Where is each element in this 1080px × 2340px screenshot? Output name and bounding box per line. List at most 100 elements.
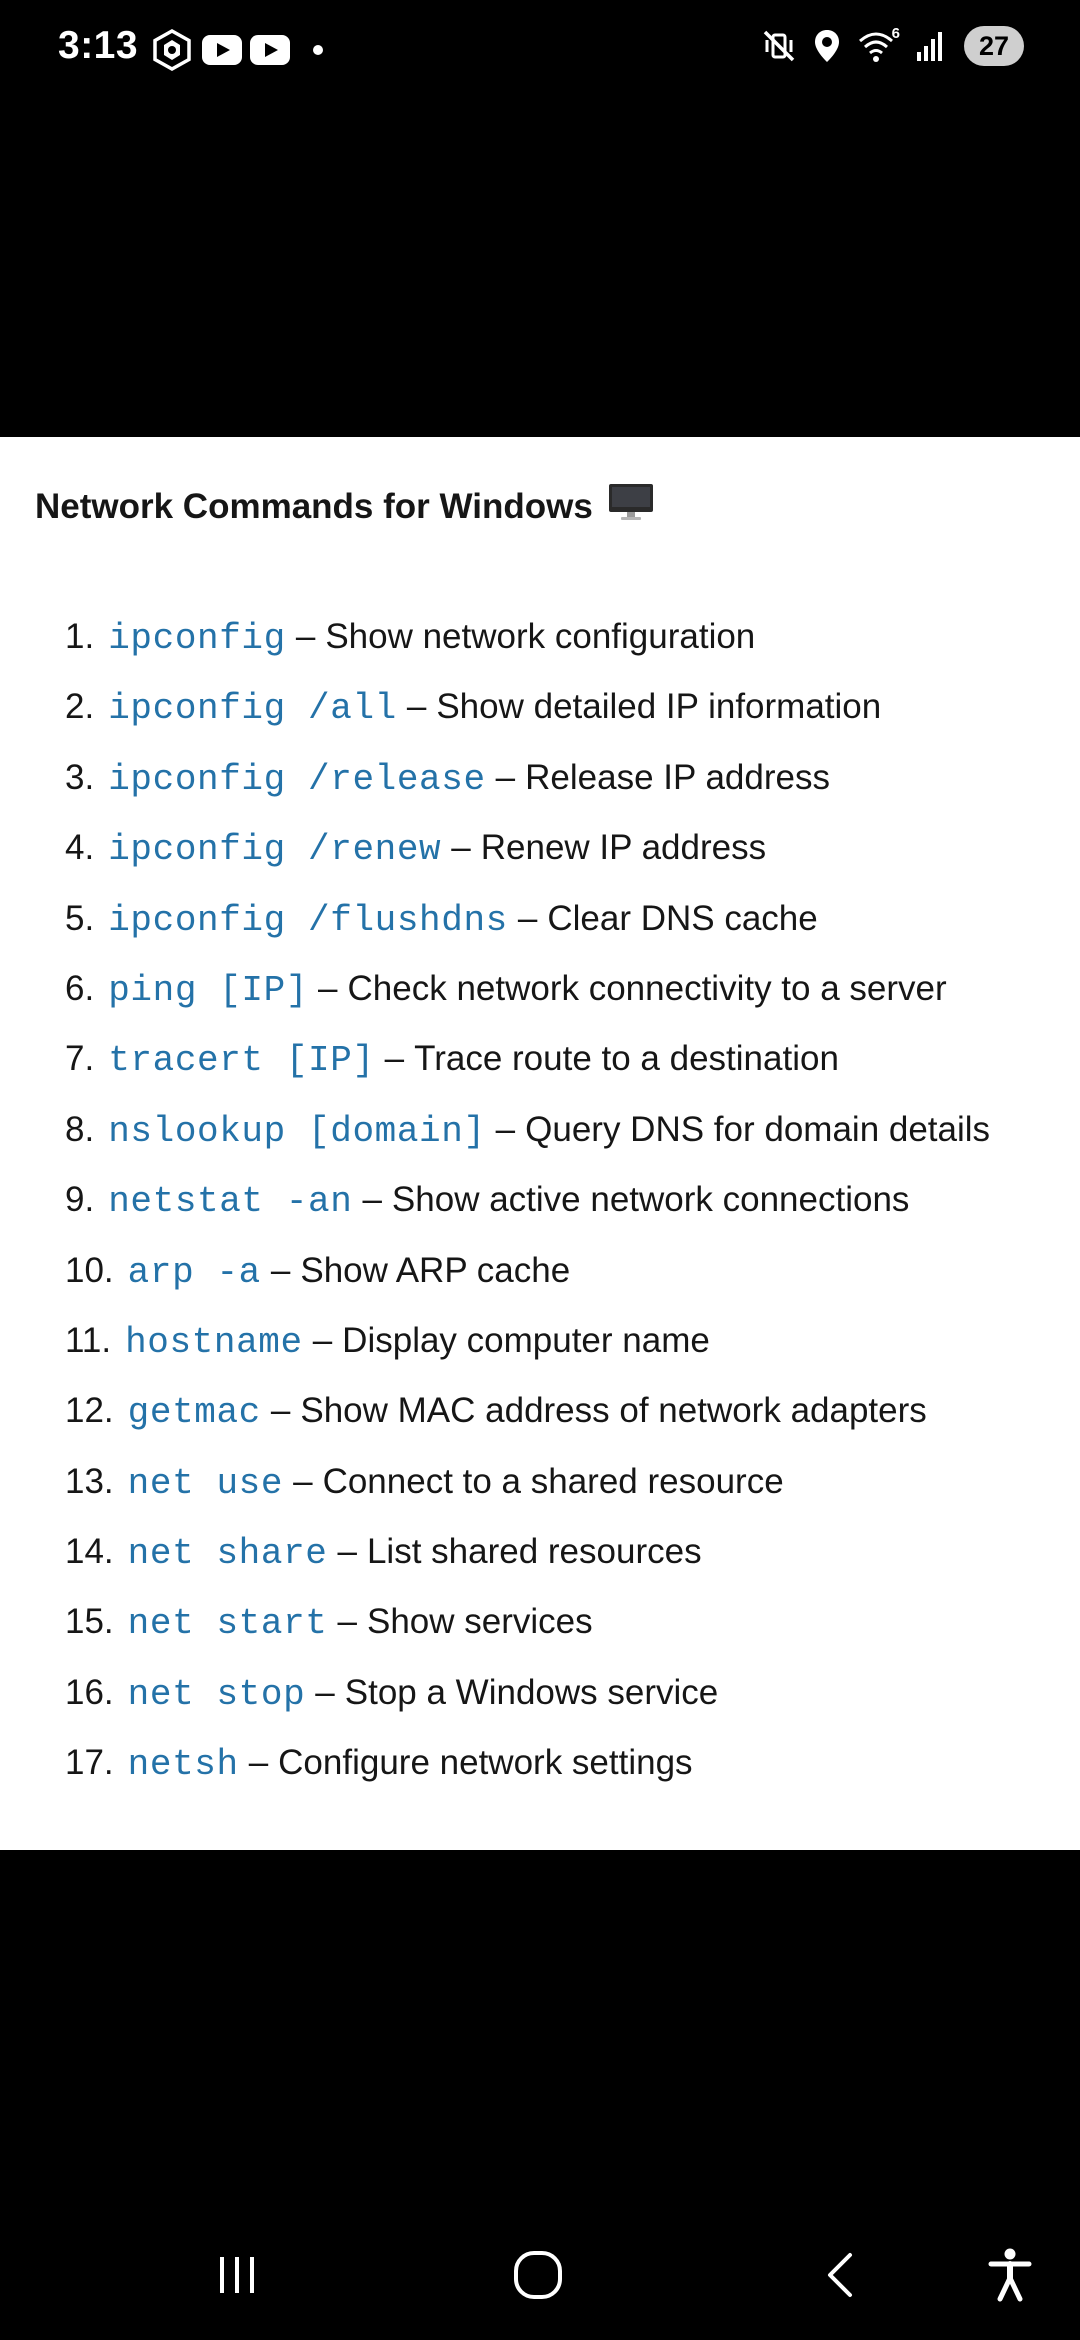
command-description: Trace route to a destination <box>414 1039 839 1079</box>
mute-vibrate-icon <box>762 29 796 63</box>
list-item-number: 1. <box>65 617 95 656</box>
list-item-number: 8. <box>65 1109 95 1149</box>
command-code: ipconfig /renew <box>108 829 442 871</box>
separator-dash: – <box>406 687 427 727</box>
command-code: ipconfig /release <box>108 758 486 800</box>
page-title: Network Commands for Windows <box>35 482 655 531</box>
crypto-app-icon <box>150 28 194 72</box>
separator-dash: – <box>270 1250 291 1290</box>
list-item-number: 15. <box>65 1602 114 1642</box>
location-icon <box>814 29 840 63</box>
command-description: Configure network settings <box>278 1743 693 1783</box>
command-code: net use <box>127 1462 284 1504</box>
separator-dash: – <box>337 1532 357 1572</box>
battery-indicator: 27 <box>964 26 1024 66</box>
separator-dash: – <box>312 1320 333 1360</box>
command-description: Show network configuration <box>325 617 756 656</box>
separator-dash: – <box>270 1391 291 1431</box>
youtube-icon <box>250 35 290 65</box>
command-description: Query DNS for domain details <box>525 1109 991 1149</box>
status-bar: 3:13 <box>0 0 1080 100</box>
page-title-text: Network Commands for Windows <box>35 486 593 526</box>
desktop-computer-icon <box>607 482 655 531</box>
signal-icon <box>916 30 946 62</box>
list-item: 8. nslookup [domain]–Query DNS for domain… <box>0 1110 1080 1180</box>
command-code: ipconfig /flushdns <box>108 899 508 941</box>
command-code: tracert [IP] <box>108 1040 375 1082</box>
list-item: 1. ipconfig–Show network configuration <box>0 617 1080 687</box>
list-item-number: 2. <box>65 687 95 727</box>
back-button[interactable] <box>800 2240 880 2310</box>
separator-dash: – <box>451 828 471 868</box>
command-description: Release IP address <box>525 757 830 797</box>
list-item-number: 11. <box>65 1320 112 1360</box>
command-code: netsh <box>127 1744 239 1786</box>
wifi-label: 6 <box>891 25 900 42</box>
list-item: 14.net share–List shared resources <box>0 1532 1080 1602</box>
separator-dash: – <box>295 617 316 656</box>
list-item: 11. hostname–Display computer name <box>0 1321 1080 1391</box>
status-time: 3:13 <box>58 24 139 67</box>
list-item: 3. ipconfig /release–Release IP address <box>0 758 1080 828</box>
command-description: Connect to a shared resource <box>322 1461 784 1501</box>
recent-apps-icon <box>212 2253 262 2297</box>
list-item: 16.net stop–Stop a Windows service <box>0 1673 1080 1743</box>
list-item-number: 14. <box>65 1532 114 1572</box>
accessibility-button[interactable] <box>970 2240 1050 2310</box>
separator-dash: – <box>248 1743 269 1783</box>
list-item: 12. getmac–Show MAC address of network ad… <box>0 1391 1080 1461</box>
command-code: ping [IP] <box>108 969 309 1011</box>
command-code: net stop <box>127 1673 306 1715</box>
command-description: Clear DNS cache <box>547 898 818 938</box>
list-item-number: 5. <box>65 898 95 938</box>
command-code: getmac <box>127 1392 261 1434</box>
recent-apps-button[interactable] <box>197 2240 277 2310</box>
command-description: Stop a Windows service <box>344 1672 719 1712</box>
list-item: 13.net use–Connect to a shared resource <box>0 1462 1080 1532</box>
list-item-number: 12. <box>65 1391 114 1431</box>
separator-dash: – <box>337 1602 357 1642</box>
command-code: arp -a <box>127 1251 261 1293</box>
list-item: 5.ipconfig /flushdns–Clear DNS cache <box>0 899 1080 969</box>
command-description: Show MAC address of network adapters <box>300 1391 927 1431</box>
notification-icons <box>150 28 324 72</box>
separator-dash: – <box>495 757 516 797</box>
list-item: 4.ipconfig /renew–Renew IP address <box>0 828 1080 898</box>
list-item: 7.tracert [IP]–Trace route to a destinat… <box>0 1039 1080 1109</box>
command-code: nslookup [domain] <box>108 1110 486 1152</box>
command-description: Show active network connections <box>391 1180 910 1220</box>
list-item-number: 17. <box>65 1743 114 1783</box>
home-button[interactable] <box>498 2240 578 2310</box>
command-description: Show detailed IP information <box>436 687 882 727</box>
separator-dash: – <box>318 968 338 1008</box>
command-code: net start <box>127 1603 328 1645</box>
youtube-icon <box>202 35 242 65</box>
list-item-number: 3. <box>65 757 95 797</box>
back-icon <box>820 2249 860 2301</box>
list-item: 17. netsh–Configure network settings <box>0 1743 1080 1813</box>
command-description: Show services <box>366 1602 593 1642</box>
navigation-bar <box>0 2200 1080 2340</box>
list-item: 2. ipconfig /all–Show detailed IP informa… <box>0 687 1080 757</box>
list-item: 9.netstat -an–Show active network connec… <box>0 1180 1080 1250</box>
separator-dash: – <box>495 1109 516 1149</box>
command-code: ipconfig /all <box>108 688 397 730</box>
list-item-number: 7. <box>65 1039 95 1079</box>
separator-dash: – <box>315 1672 335 1712</box>
separator-dash: – <box>362 1180 382 1220</box>
command-code: hostname <box>125 1321 303 1363</box>
command-description: List shared resources <box>366 1532 702 1572</box>
list-item: 10. arp -a–Show ARP cache <box>0 1251 1080 1321</box>
list-item: 6. ping [IP]–Check network connectivity t… <box>0 969 1080 1039</box>
notification-dot-icon <box>312 44 324 56</box>
command-code: ipconfig <box>108 618 286 659</box>
command-description: Renew IP address <box>480 828 767 868</box>
command-description: Display computer name <box>342 1320 710 1360</box>
list-item-number: 6. <box>65 968 95 1008</box>
list-item-number: 10. <box>65 1250 114 1290</box>
separator-dash: – <box>293 1461 313 1501</box>
wifi-icon: 6 <box>858 25 900 63</box>
command-description: Show ARP cache <box>300 1250 571 1290</box>
command-description: Check network connectivity to a server <box>347 968 947 1008</box>
